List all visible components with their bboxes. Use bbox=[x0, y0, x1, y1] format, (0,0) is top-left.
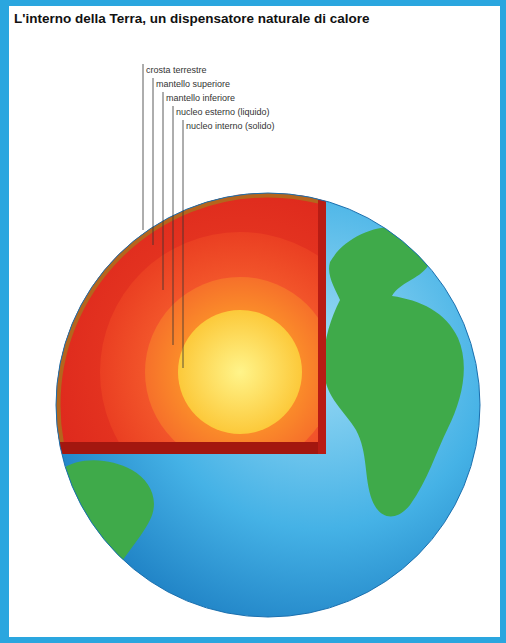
cutaway bbox=[0, 0, 318, 442]
leader-line bbox=[183, 120, 184, 368]
leader-line bbox=[153, 78, 154, 245]
diagram-title: L'interno della Terra, un dispensatore n… bbox=[14, 11, 370, 26]
cut-floor bbox=[0, 442, 326, 454]
continent bbox=[53, 460, 154, 606]
lower-mantle bbox=[100, 232, 318, 442]
layer-label-box: mantello inferiore bbox=[165, 87, 236, 105]
layer-label-box: nucleo esterno (liquido) bbox=[175, 101, 271, 119]
layer-label: crosta terrestre bbox=[145, 65, 208, 75]
layer-label: mantello inferiore bbox=[165, 93, 236, 103]
layer-label-box: nucleo interno (solido) bbox=[185, 115, 276, 133]
leader-line bbox=[173, 106, 174, 345]
globe bbox=[0, 0, 480, 617]
layer-label: nucleo esterno (liquido) bbox=[175, 107, 271, 117]
title-block: L'interno della Terra, un dispensatore n… bbox=[14, 9, 396, 27]
layer-label-box: crosta terrestre bbox=[145, 59, 208, 77]
outer-core bbox=[145, 277, 318, 442]
cut-side bbox=[318, 190, 326, 454]
globe-outline bbox=[56, 193, 480, 617]
layer-label-box: mantello superiore bbox=[155, 73, 231, 91]
inner-core bbox=[178, 310, 302, 434]
layer-label: mantello superiore bbox=[155, 79, 231, 89]
layer-label: nucleo interno (solido) bbox=[185, 121, 276, 131]
leader-line bbox=[143, 64, 144, 230]
leader-line bbox=[163, 92, 164, 290]
continent bbox=[324, 227, 464, 517]
crust bbox=[58, 195, 318, 442]
